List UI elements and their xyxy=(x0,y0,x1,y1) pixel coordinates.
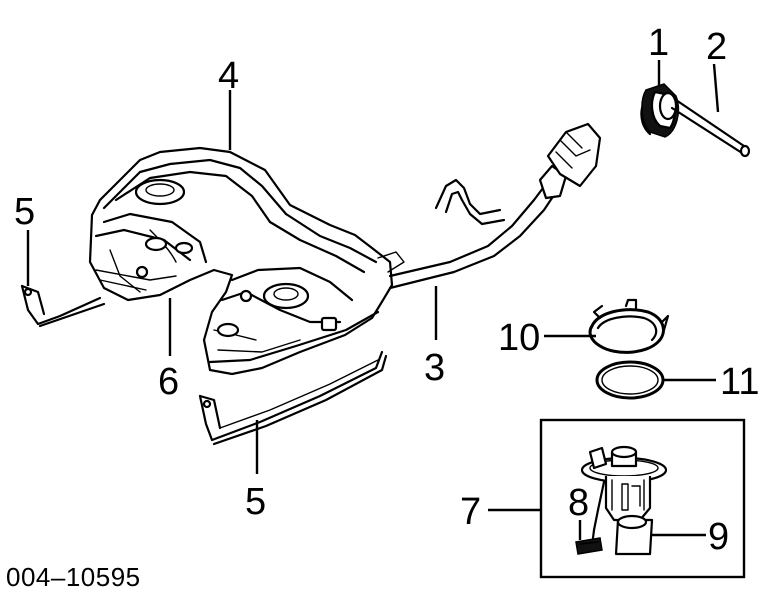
callout-10: 10 xyxy=(498,317,540,359)
fuel-cap xyxy=(640,83,680,138)
callout-5-bottom: 5 xyxy=(245,481,266,523)
leader-2 xyxy=(712,63,720,113)
callout-1: 1 xyxy=(648,22,669,64)
callout-11: 11 xyxy=(720,361,759,403)
cap-tether xyxy=(670,98,751,158)
callout-5-left: 5 xyxy=(14,191,35,233)
fuel-tank xyxy=(88,146,405,376)
callout-9: 9 xyxy=(708,516,729,558)
fuel-pump-module-box xyxy=(539,418,746,579)
callout-3: 3 xyxy=(424,347,445,389)
callout-8: 8 xyxy=(568,482,589,524)
tank-strap-left xyxy=(20,284,106,328)
o-ring-seal xyxy=(595,360,665,400)
tank-strap-bottom xyxy=(198,350,388,446)
filler-tube xyxy=(388,122,602,290)
fuel-pump-module xyxy=(575,445,668,556)
callout-2: 2 xyxy=(706,26,727,68)
callout-4: 4 xyxy=(218,55,239,97)
callout-6: 6 xyxy=(158,361,179,403)
callout-7: 7 xyxy=(460,491,481,533)
lock-ring xyxy=(588,298,670,354)
diagram-code: 004–10595 xyxy=(6,562,141,592)
